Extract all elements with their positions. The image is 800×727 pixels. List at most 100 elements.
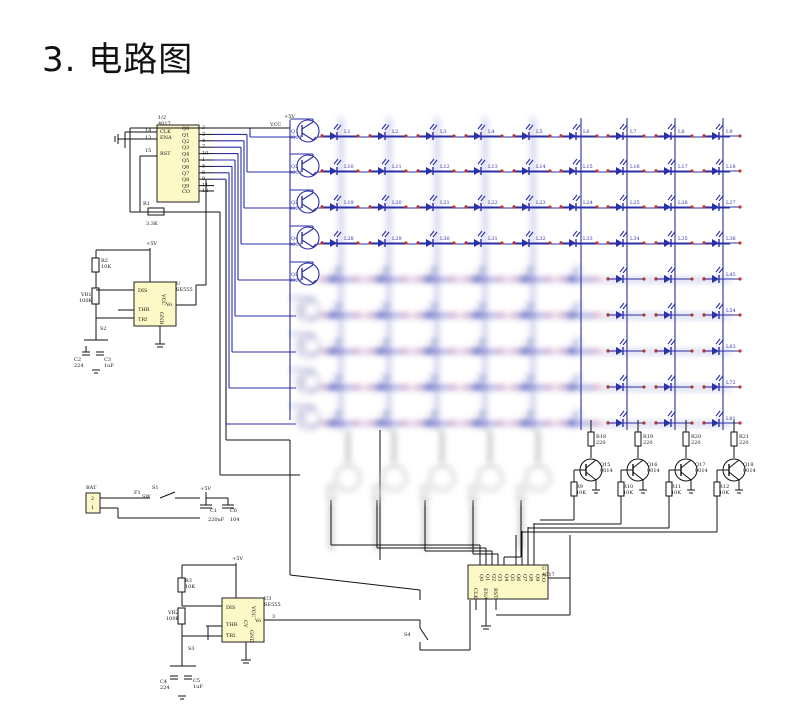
ic1-out-q9: Q9	[182, 184, 189, 190]
ic2-body	[467, 564, 549, 600]
vcc-label: VCC	[269, 122, 281, 128]
node	[595, 134, 599, 138]
node	[404, 349, 408, 353]
node	[356, 205, 360, 209]
led-matrix-blurred-region	[290, 118, 730, 550]
led	[474, 203, 481, 211]
f1-label: F1	[134, 490, 141, 496]
r-base-ref: R9	[576, 484, 583, 490]
node	[654, 169, 658, 173]
node	[452, 205, 456, 209]
node	[320, 277, 324, 281]
node	[368, 205, 372, 209]
led-label: L12	[440, 164, 450, 170]
vr1-ref: VR1	[80, 292, 92, 298]
node	[559, 277, 563, 281]
node	[320, 205, 324, 209]
t2-name: SE555	[264, 602, 281, 608]
led-label: L3	[440, 129, 447, 135]
t2-cv: CV	[242, 620, 248, 628]
led-label: L8	[678, 129, 685, 135]
node	[512, 349, 516, 353]
node	[595, 313, 599, 317]
led	[616, 383, 623, 391]
led	[330, 203, 337, 211]
ic2-pin: CLK	[472, 588, 478, 599]
led	[378, 203, 385, 211]
s3-label: S3	[188, 646, 195, 652]
node	[500, 385, 504, 389]
led-label: L23	[536, 200, 546, 206]
led	[664, 311, 671, 319]
t1-dis: DIS	[138, 288, 148, 294]
led-label: L27	[726, 200, 736, 206]
row-q-model: 9014	[289, 135, 302, 141]
row-q-model: 9014	[289, 206, 302, 212]
bat-label: BAT	[86, 485, 97, 491]
node	[416, 134, 420, 138]
q-ref: Q18	[743, 462, 753, 468]
led	[569, 275, 576, 283]
led	[664, 203, 671, 211]
node	[702, 205, 706, 209]
led	[616, 239, 623, 247]
vr1-val: 100K	[79, 298, 93, 304]
node	[368, 313, 372, 317]
node	[512, 421, 516, 425]
node	[320, 313, 324, 317]
node	[404, 385, 408, 389]
led	[712, 275, 719, 283]
column-driver-transistors: R18220Q159014R910KR19220Q169014R1010KR20…	[522, 420, 756, 533]
ic1-out-q2: Q2	[182, 139, 189, 145]
node	[738, 349, 742, 353]
led	[664, 383, 671, 391]
node	[512, 169, 516, 173]
node	[606, 205, 610, 209]
led-label: L17	[678, 164, 688, 170]
ic2-title: U	[542, 566, 546, 572]
ic1-out-q1: Q1	[182, 132, 189, 138]
node	[702, 134, 706, 138]
r-top-val: 220	[596, 440, 606, 446]
node	[320, 385, 324, 389]
node	[356, 385, 360, 389]
node	[464, 205, 468, 209]
node	[500, 349, 504, 353]
node	[404, 313, 408, 317]
led-label: L5	[536, 129, 543, 135]
led	[522, 275, 529, 283]
t1-vcc: VCC	[160, 293, 166, 305]
led-label: L29	[392, 236, 402, 242]
led	[664, 167, 671, 175]
c6-val: 104	[230, 517, 240, 523]
led-label: L7	[630, 129, 637, 135]
led	[426, 167, 433, 175]
led	[522, 239, 529, 247]
r-base-val: 10K	[623, 490, 633, 496]
ic2-pin: Q9	[534, 574, 540, 581]
node	[642, 169, 646, 173]
row-q-ref: Q2	[291, 164, 298, 170]
led	[522, 419, 529, 427]
c5-val: 1uF	[193, 684, 203, 690]
node	[368, 169, 372, 173]
led	[330, 311, 337, 319]
led	[378, 311, 385, 319]
ic2-name: 4017	[542, 572, 555, 578]
led	[474, 239, 481, 247]
node	[404, 205, 408, 209]
led-label: L32	[536, 236, 546, 242]
led-label: L28	[344, 236, 354, 242]
led	[378, 383, 385, 391]
led	[474, 167, 481, 175]
led	[616, 275, 623, 283]
node	[512, 134, 516, 138]
led	[426, 275, 433, 283]
led	[522, 167, 529, 175]
ic1-out-q0: Q0	[182, 126, 189, 132]
led-label: L16	[630, 164, 640, 170]
node	[738, 277, 742, 281]
led	[474, 311, 481, 319]
